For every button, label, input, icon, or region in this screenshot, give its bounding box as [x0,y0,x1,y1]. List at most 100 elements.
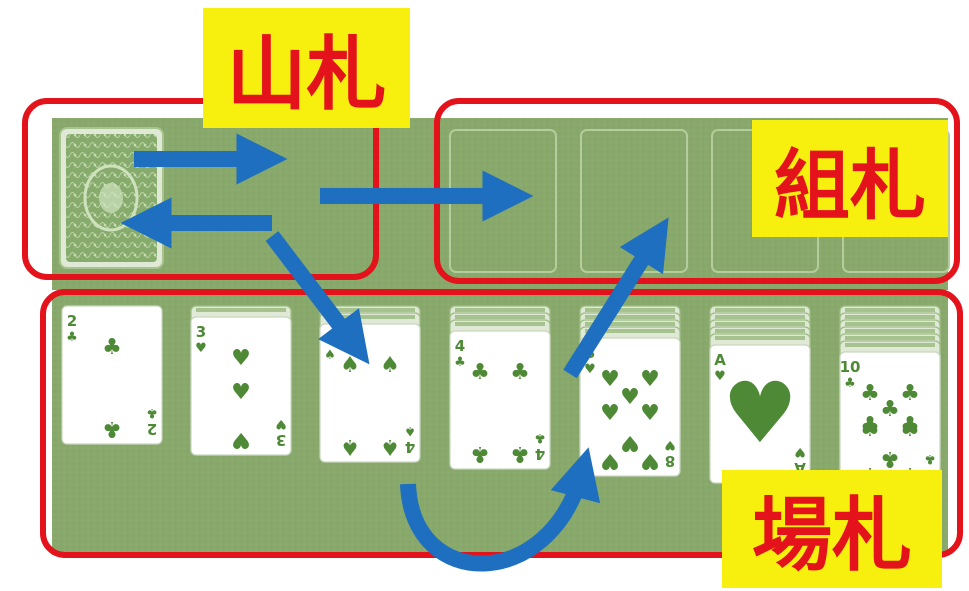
tableau-pile[interactable]: 4♣4♣♣♣♣♣ [449,305,551,470]
face-up-card[interactable]: 8♥8♥♥♥♥♥♥♥♥♥ [579,337,681,477]
hearts-icon: ♥ [664,437,676,452]
hearts-icon: ♥ [620,385,640,410]
clubs-icon: ♣ [900,413,920,438]
stock-label: 山札 [203,8,410,128]
clubs-icon: ♣ [900,417,920,442]
foundation-label-text: 組札 [774,140,926,230]
card-rank: 3 [276,431,286,449]
card-back-edge [715,329,805,333]
card-back-edge [715,315,805,319]
card-back-edge [585,315,675,319]
tableau-to-foundation-arrow [563,217,669,379]
card-back-edge [325,308,415,312]
tableau-label-text: 場札 [752,488,912,582]
clubs-icon: ♣ [924,451,936,466]
tableau-pile[interactable]: A♥A♥♥ [709,305,811,484]
spades-icon: ♠ [380,353,400,378]
hearts-icon: ♥ [231,346,251,371]
face-up-card[interactable]: 3♥3♥♥♥♥ [190,316,292,456]
spades-icon: ♠ [340,353,360,378]
card-back-edge [455,322,545,326]
spades-icon: ♠ [380,434,400,459]
hearts-icon: ♥ [714,369,726,384]
clubs-icon: ♣ [534,430,546,445]
face-up-card[interactable]: 4♠4♠♠♠♠♠ [319,323,421,463]
hearts-icon: ♥ [640,401,660,426]
card-back-edge [455,308,545,312]
face-up-card[interactable]: A♥A♥♥ [709,344,811,484]
hearts-icon: ♥ [600,448,620,473]
card-back-edge [325,315,415,319]
card-back-edge [845,308,935,312]
stock-label-text: 山札 [226,27,387,121]
card-back-edge [845,343,935,347]
hearts-icon: ♥ [794,444,806,459]
clubs-icon: ♣ [510,441,530,466]
card-rank: 10 [840,358,861,376]
tableau-pile[interactable]: 3♥3♥♥♥♥ [190,305,292,456]
card-rank: A [714,351,726,369]
tableau-pile[interactable]: 8♥8♥♥♥♥♥♥♥♥♥ [579,305,681,477]
hearts-icon: ♥ [231,427,251,452]
card-rank: 2 [147,420,157,438]
card-face [579,337,681,477]
spades-icon: ♠ [340,434,360,459]
card-rank: 4 [535,445,545,463]
stock-pile[interactable] [59,127,164,269]
card-back-edge [845,315,935,319]
waste-to-tableau-arrow [265,231,370,365]
tableau-to-tableau-arrow [400,447,601,572]
card-back-edge [196,308,286,312]
hearts-icon: ♥ [722,364,797,462]
hearts-icon: ♥ [195,341,207,356]
tableau-pile[interactable]: 2♣2♣♣♣ [61,305,163,445]
spades-icon: ♠ [324,348,336,363]
card-face [190,316,292,456]
card-rank: 2 [67,312,77,330]
card-rank: 3 [196,323,206,341]
clubs-icon: ♣ [900,381,920,406]
card-rank: 4 [455,337,465,355]
clubs-icon: ♣ [860,413,880,438]
foundation-label: 組札 [752,120,948,237]
hearts-icon: ♥ [231,380,251,405]
clubs-icon: ♣ [146,405,158,420]
card-rank: 4 [325,330,335,348]
hearts-icon: ♥ [584,362,596,377]
hearts-icon: ♥ [640,367,660,392]
clubs-icon: ♣ [860,381,880,406]
hearts-icon: ♥ [600,367,620,392]
card-face [449,330,551,470]
move-arrows [120,133,669,572]
tableau-pile[interactable]: 10♣10♣♣♣♣♣♣♣♣♣♣♣ [839,305,941,491]
card-back-edge [455,315,545,319]
card-back-edge [715,308,805,312]
tableau-label: 場札 [722,470,942,588]
card-back-edge [845,329,935,333]
spades-icon: ♠ [404,423,416,438]
hearts-icon: ♥ [600,401,620,426]
clubs-icon: ♣ [880,397,900,422]
clubs-icon: ♣ [880,446,900,471]
hearts-icon: ♥ [620,430,640,455]
card-back-edge [585,322,675,326]
hearts-icon: ♥ [275,416,287,431]
clubs-icon: ♣ [860,417,880,442]
face-up-card[interactable]: 4♣4♣♣♣♣♣ [449,330,551,470]
card-back-edge [845,336,935,340]
clubs-icon: ♣ [454,355,466,370]
card-back-edge [845,322,935,326]
clubs-icon: ♣ [470,441,490,466]
card-back-edge [715,336,805,340]
clubs-icon: ♣ [102,416,122,441]
card-back-edge [585,308,675,312]
clubs-icon: ♣ [844,376,856,391]
clubs-icon: ♣ [470,360,490,385]
clubs-icon: ♣ [66,330,78,345]
card-rank: 8 [665,452,675,470]
card-back-edge [585,329,675,333]
face-up-card[interactable]: 2♣2♣♣♣ [61,305,163,445]
clubs-icon: ♣ [102,335,122,360]
clubs-icon: ♣ [510,360,530,385]
hearts-icon: ♥ [640,448,660,473]
